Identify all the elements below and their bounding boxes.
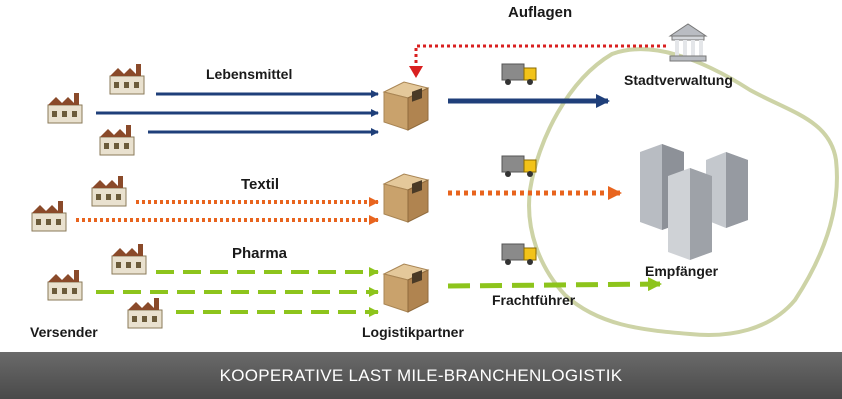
pharma-label: Pharma <box>232 245 288 262</box>
parcel-box-icon <box>383 81 429 131</box>
logistics-diagram <box>31 23 839 337</box>
stadtverwaltung-label: Stadtverwaltung <box>624 72 733 88</box>
auflagen-label: Auflagen <box>508 4 573 21</box>
frachtfuehrer-label: Frachtführer <box>492 292 576 308</box>
parcel-box-icon <box>383 263 429 313</box>
delivery-truck-icon <box>501 155 537 178</box>
factory-icon <box>47 92 83 124</box>
pharma-delivery-arrow <box>447 277 662 292</box>
lebensmittel-label: Lebensmittel <box>206 66 293 82</box>
textil-label: Textil <box>241 176 280 193</box>
logistikpartner-label: Logistikpartner <box>362 324 464 340</box>
empfaenger-label: Empfänger <box>645 263 719 279</box>
factory-icon <box>31 200 67 232</box>
office-buildings-icon <box>640 144 748 260</box>
footer-bar: KOOPERATIVE LAST MILE-BRANCHENLOGISTIK <box>0 352 842 399</box>
auflagen-arrowhead <box>409 66 423 78</box>
factory-icon <box>99 124 135 156</box>
factory-icon <box>111 243 147 275</box>
city-hall-icon <box>668 23 708 62</box>
factory-icon <box>47 269 83 301</box>
delivery-truck-icon <box>501 63 537 86</box>
versender-label: Versender <box>30 324 98 340</box>
delivery-truck-icon <box>501 243 537 266</box>
parcel-box-icon <box>383 173 429 223</box>
footer-title: KOOPERATIVE LAST MILE-BRANCHENLOGISTIK <box>219 365 623 385</box>
factory-icon <box>91 175 127 207</box>
factory-icon <box>109 63 145 95</box>
factory-icon <box>127 297 163 329</box>
